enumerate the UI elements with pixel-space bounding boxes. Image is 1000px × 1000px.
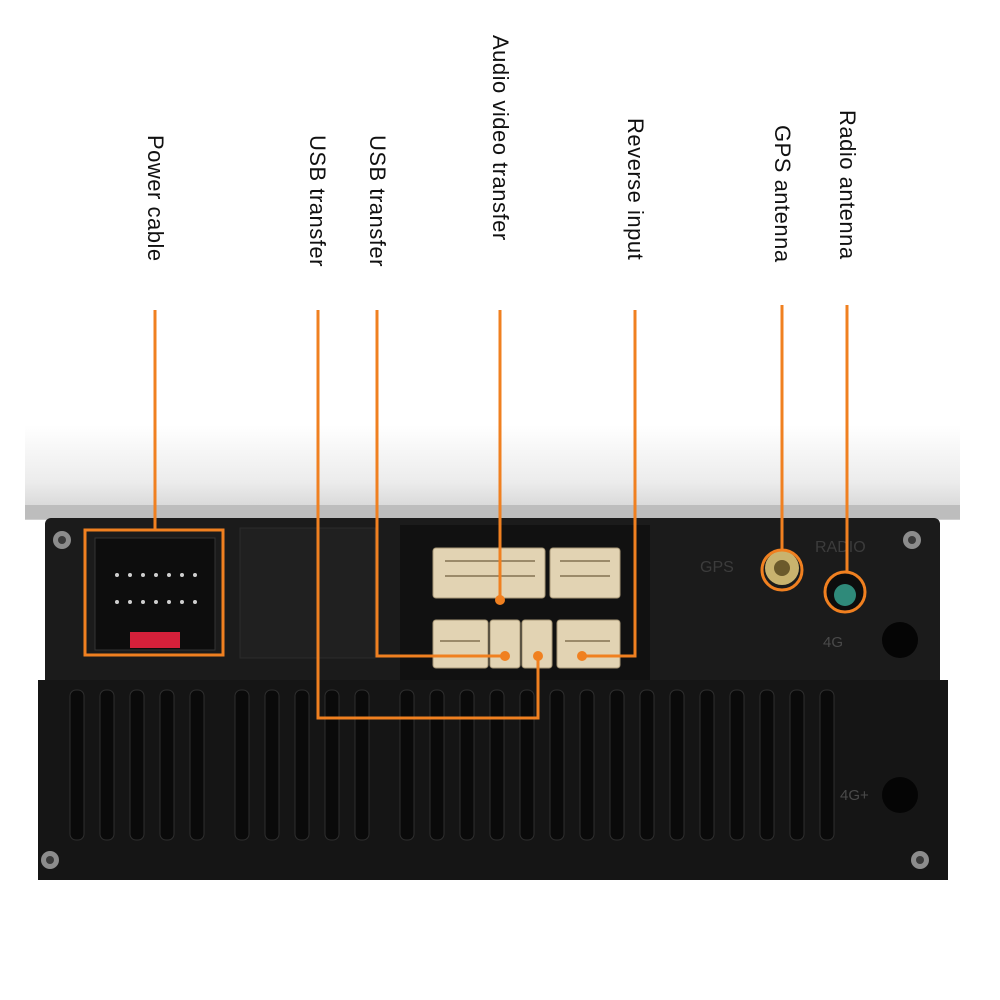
reverse-connector [556, 619, 621, 669]
label-usb-transfer-2: USB transfer [365, 135, 390, 267]
callout-usb1-line [316, 310, 540, 720]
usb-connector-1 [432, 619, 489, 669]
4g-port [882, 622, 918, 658]
callout-gps-ring [760, 548, 804, 592]
radio-mark: RADIO [815, 539, 866, 556]
fuse [130, 632, 180, 648]
label-radio-antenna: Radio antenna [835, 110, 860, 260]
top-case [25, 425, 960, 520]
4g-plus-port [882, 777, 918, 813]
gps-antenna-socket [765, 551, 799, 585]
callout-lines [83, 305, 867, 720]
4g-mark: 4G [823, 634, 843, 651]
av-connector [432, 547, 546, 599]
power-connector [94, 537, 216, 651]
av-connector-2 [549, 547, 621, 599]
label-reverse-input: Reverse input [623, 118, 648, 261]
4g-plus-mark: 4G+ [840, 787, 869, 804]
label-power-cable: Power cable [143, 135, 168, 262]
callout-power-box [83, 528, 225, 657]
callout-dot [577, 651, 587, 661]
callout-radio-ring [823, 570, 867, 614]
label-audio-video-transfer: Audio video transfer [488, 35, 513, 241]
gps-mark: GPS [700, 559, 734, 576]
callout-reverse-line [582, 310, 637, 658]
callout-dot [533, 651, 543, 661]
label-gps-antenna: GPS antenna [770, 125, 795, 263]
callout-dot [495, 595, 505, 605]
cooling-fins [69, 689, 835, 841]
radio-antenna-socket [824, 571, 866, 613]
callout-dot [500, 651, 510, 661]
label-usb-transfer-1: USB transfer [305, 135, 330, 267]
callout-usb2-line [375, 310, 505, 658]
